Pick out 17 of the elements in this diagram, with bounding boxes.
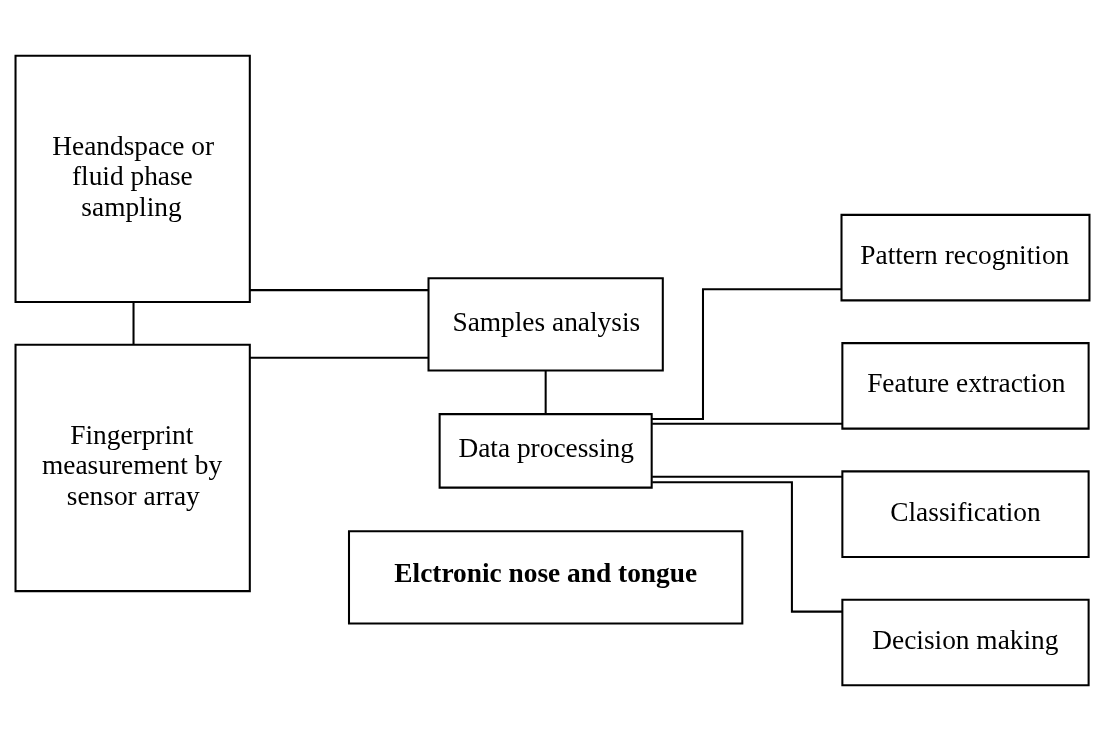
node-box: Samples analysis (427, 276, 664, 372)
node-box: Heandspace or fluid phase sampling (14, 54, 251, 303)
node-box: Classification (841, 469, 1090, 558)
connector (249, 356, 429, 359)
connector (651, 287, 842, 420)
node-box: Fingerprint measurement by sensor array (14, 343, 251, 592)
node-box: Elctronic nose and tongue (347, 529, 744, 625)
connector (544, 370, 547, 414)
node-box: Data processing (438, 412, 653, 489)
connector (652, 422, 842, 425)
connector (132, 301, 135, 344)
node-box: Pattern recognition (840, 213, 1091, 301)
connector (249, 288, 429, 291)
node-box: Feature extraction (841, 341, 1090, 430)
connector (652, 480, 843, 613)
connector (652, 475, 842, 478)
node-box: Decision making (841, 598, 1090, 686)
